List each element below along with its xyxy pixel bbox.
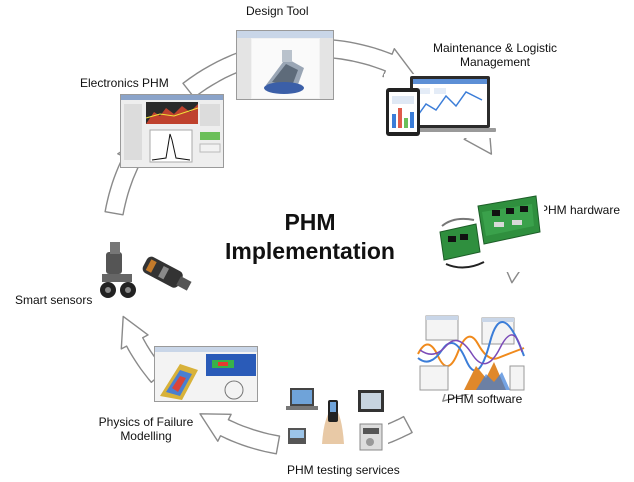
label-maintenance-logistic: Maintenance & Logistic Management	[420, 41, 570, 69]
label-phm-testing-services-text: PHM testing services	[287, 463, 400, 477]
label-phm-hardware-text: PHM hardware	[540, 203, 621, 217]
cycle-arrow-1	[329, 39, 415, 78]
label-maintenance-line-2: Management	[459, 55, 531, 69]
physics-of-failure-image	[154, 346, 258, 402]
label-electronics-phm: Electronics PHM	[80, 76, 169, 90]
label-physics-of-failure: Physics of Failure Modelling	[86, 415, 206, 443]
label-phm-hardware: PHM hardware	[540, 203, 620, 217]
center-title-line-2: Implementation	[225, 238, 395, 264]
phm-hardware-image	[434, 186, 544, 272]
cycle-arrow-6	[199, 413, 281, 455]
smart-sensors-image	[98, 238, 198, 304]
label-design-tool-text: Design Tool	[246, 4, 309, 18]
center-title-line-1: PHM	[284, 209, 336, 235]
label-smart-sensors-text: Smart sensors	[15, 293, 93, 307]
label-physics-line-1: Physics of Failure	[98, 415, 194, 429]
center-title: PHM Implementation	[210, 208, 410, 266]
electronics-phm-image	[120, 94, 224, 168]
label-electronics-phm-text: Electronics PHM	[80, 76, 169, 90]
phm-software-image	[416, 314, 526, 394]
label-physics-line-2: Modelling	[120, 429, 172, 443]
label-phm-software-text: PHM software	[447, 392, 523, 406]
design-tool-image	[236, 30, 334, 100]
label-phm-testing-services: PHM testing services	[287, 463, 400, 477]
phm-testing-services-image	[284, 384, 388, 454]
label-phm-software: PHM software	[447, 392, 522, 406]
label-design-tool: Design Tool	[246, 4, 308, 18]
label-smart-sensors: Smart sensors	[15, 293, 92, 307]
maintenance-dashboard-image	[384, 74, 496, 138]
label-maintenance-line-1: Maintenance & Logistic	[432, 41, 558, 55]
